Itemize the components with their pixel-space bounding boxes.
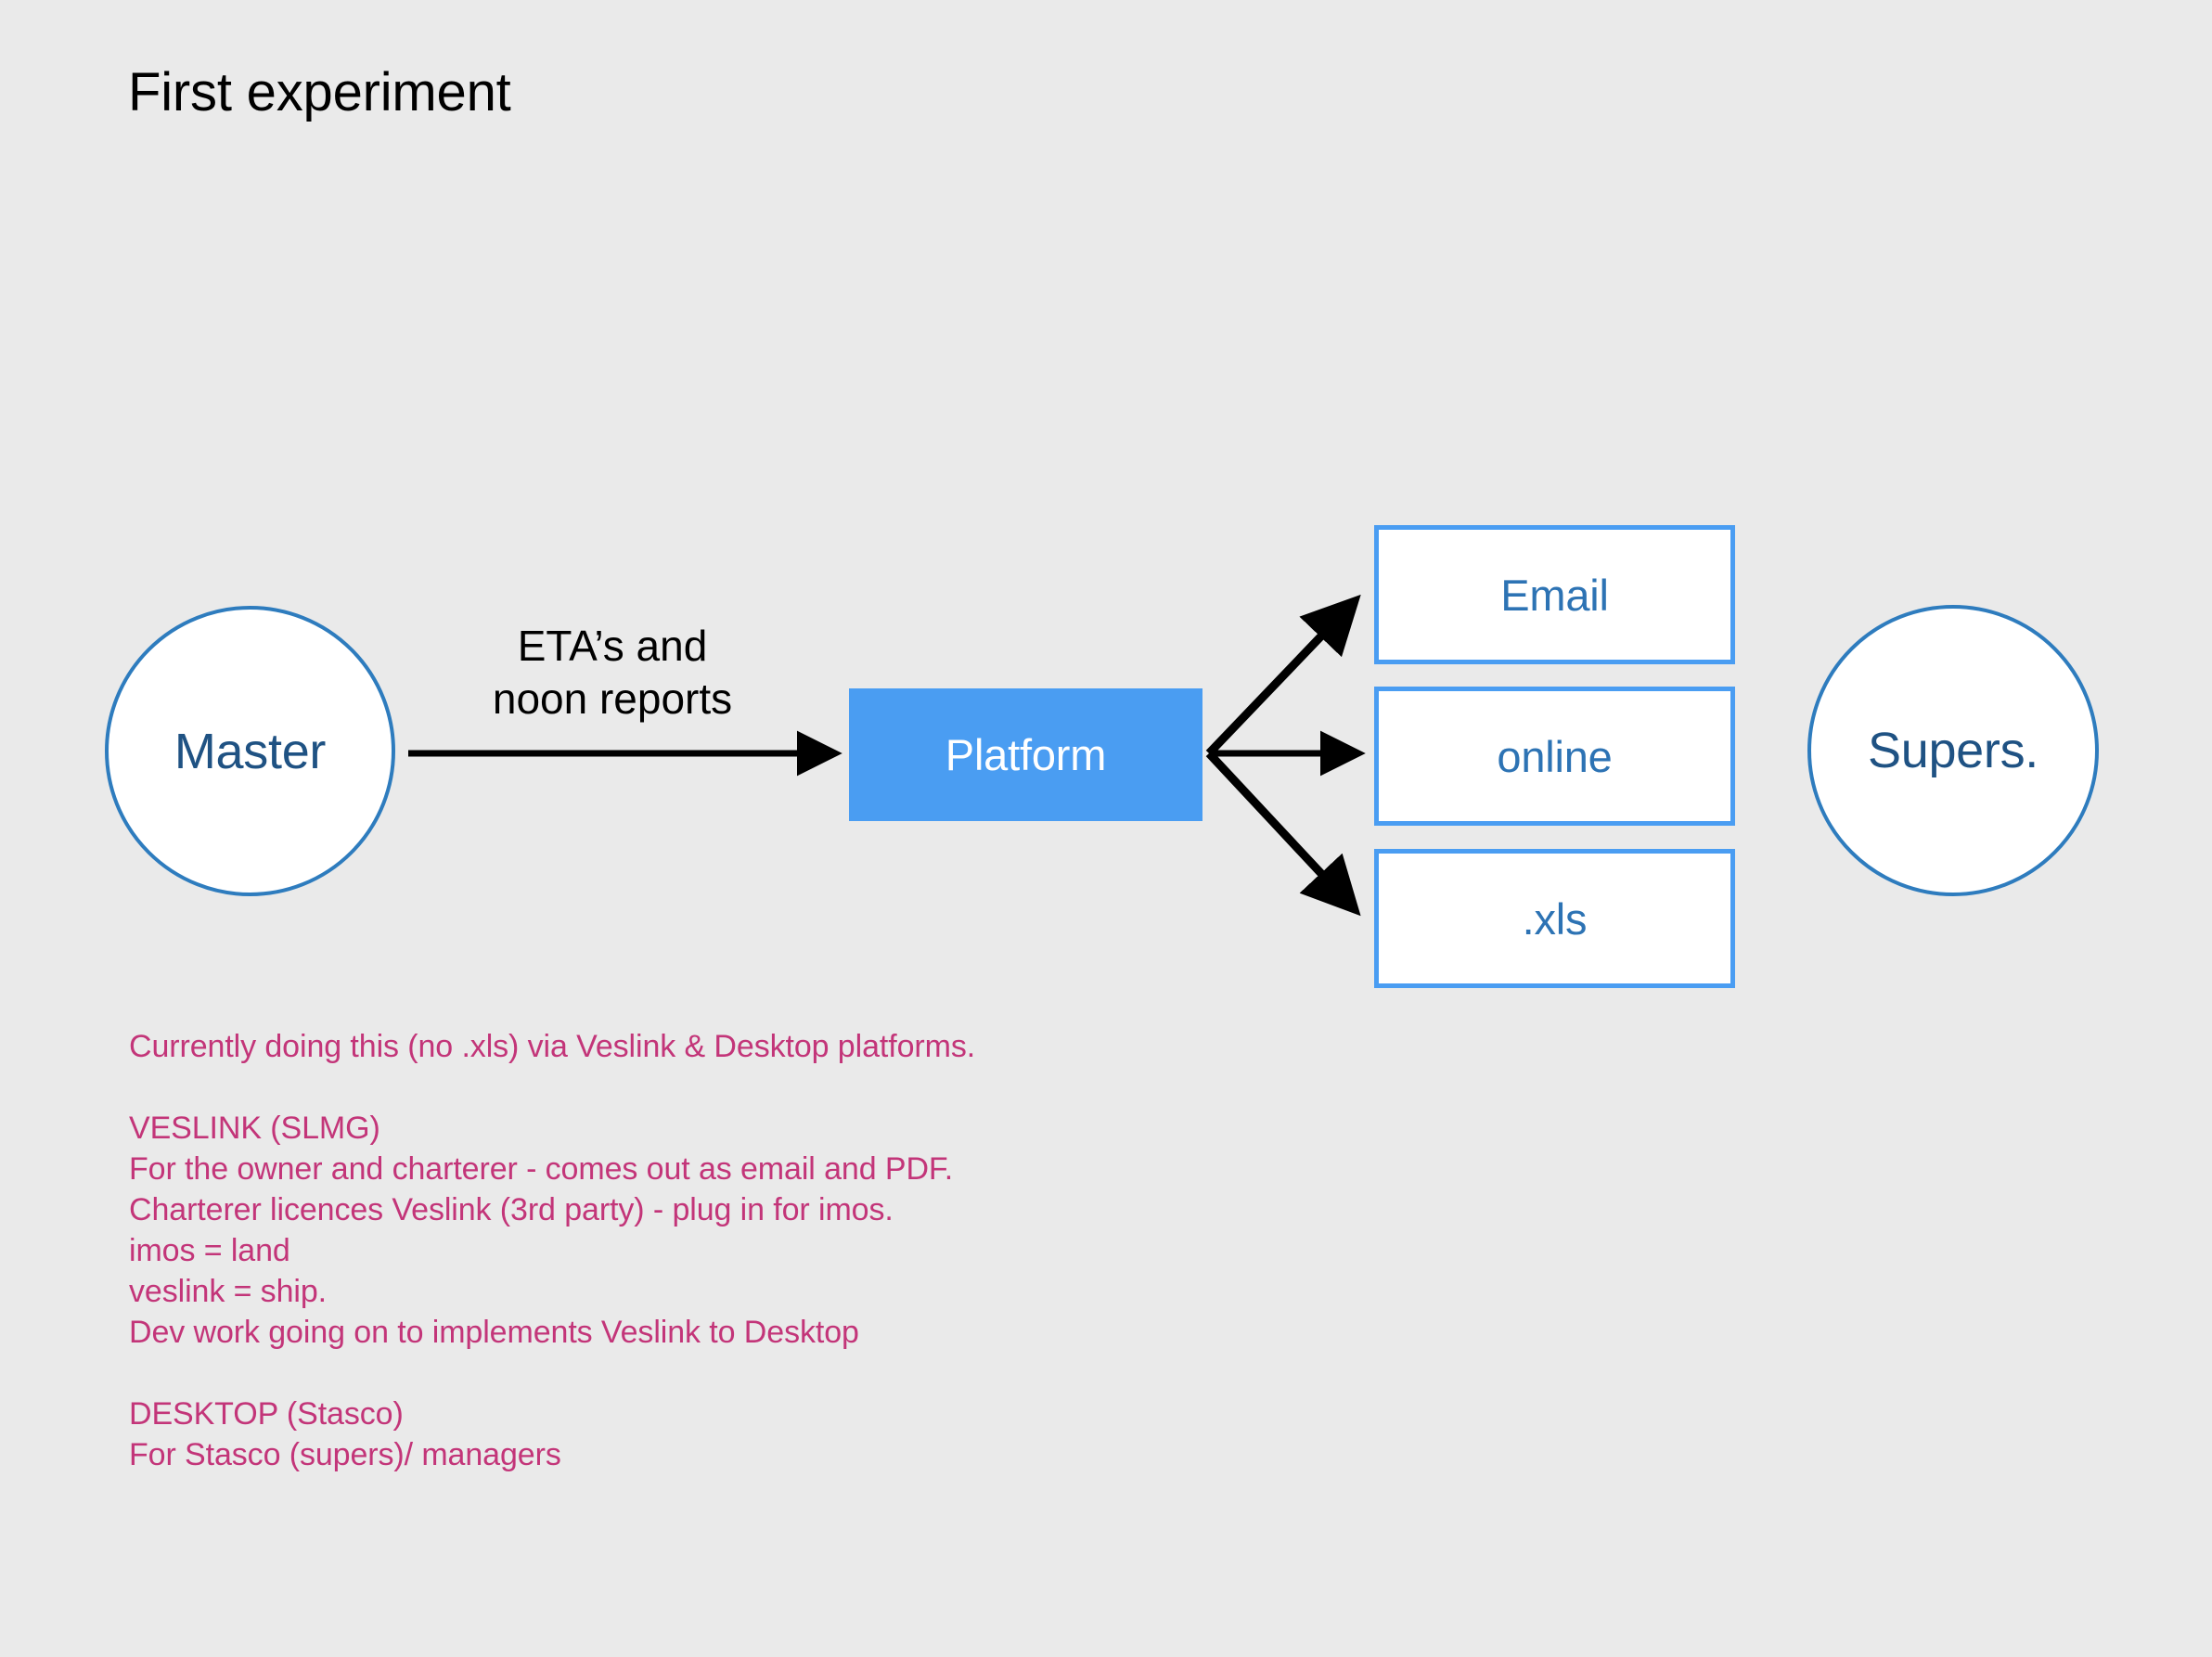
note-line: DESKTOP (Stasco) xyxy=(129,1396,404,1432)
node-output-xls-label: .xls xyxy=(1522,893,1588,944)
node-platform-label: Platform xyxy=(945,730,1107,779)
note-line-spacer xyxy=(129,1067,975,1108)
note-line: VESLINK (SLMG) xyxy=(129,1111,380,1146)
note-line: veslink = ship. xyxy=(129,1274,327,1309)
note-line: For Stasco (supers)/ managers xyxy=(129,1437,561,1472)
page-title: First experiment xyxy=(128,62,511,122)
note-line: Currently doing this (no .xls) via Vesli… xyxy=(129,1029,976,1064)
node-output-email-label: Email xyxy=(1500,570,1609,620)
node-supers[interactable]: Supers. xyxy=(1807,605,2099,896)
node-output-xls[interactable]: .xls xyxy=(1374,849,1735,988)
node-supers-label: Supers. xyxy=(1868,723,2038,778)
arrow-platform-to-email xyxy=(1205,594,1361,757)
note-line: Charterer licences Veslink (3rd party) -… xyxy=(129,1192,894,1227)
arrow-platform-to-xls xyxy=(1205,750,1361,917)
node-output-email[interactable]: Email xyxy=(1374,525,1735,664)
edge-label-line-2: noon reports xyxy=(492,674,733,723)
edge-label-eta-noon-reports: ETA’s and noon reports xyxy=(473,620,752,725)
edge-label-line-1: ETA’s and xyxy=(517,622,708,670)
note-line: Dev work going on to implements Veslink … xyxy=(129,1315,859,1350)
node-master[interactable]: Master xyxy=(105,606,395,896)
node-output-online[interactable]: online xyxy=(1374,687,1735,826)
note-line: imos = land xyxy=(129,1233,290,1268)
node-master-label: Master xyxy=(174,723,327,779)
node-platform[interactable]: Platform xyxy=(849,688,1202,821)
note-line-spacer xyxy=(129,1353,975,1394)
note-line: For the owner and charterer - comes out … xyxy=(129,1151,954,1187)
notes-block: Currently doing this (no .xls) via Vesli… xyxy=(129,1026,975,1475)
node-output-online-label: online xyxy=(1497,731,1613,781)
